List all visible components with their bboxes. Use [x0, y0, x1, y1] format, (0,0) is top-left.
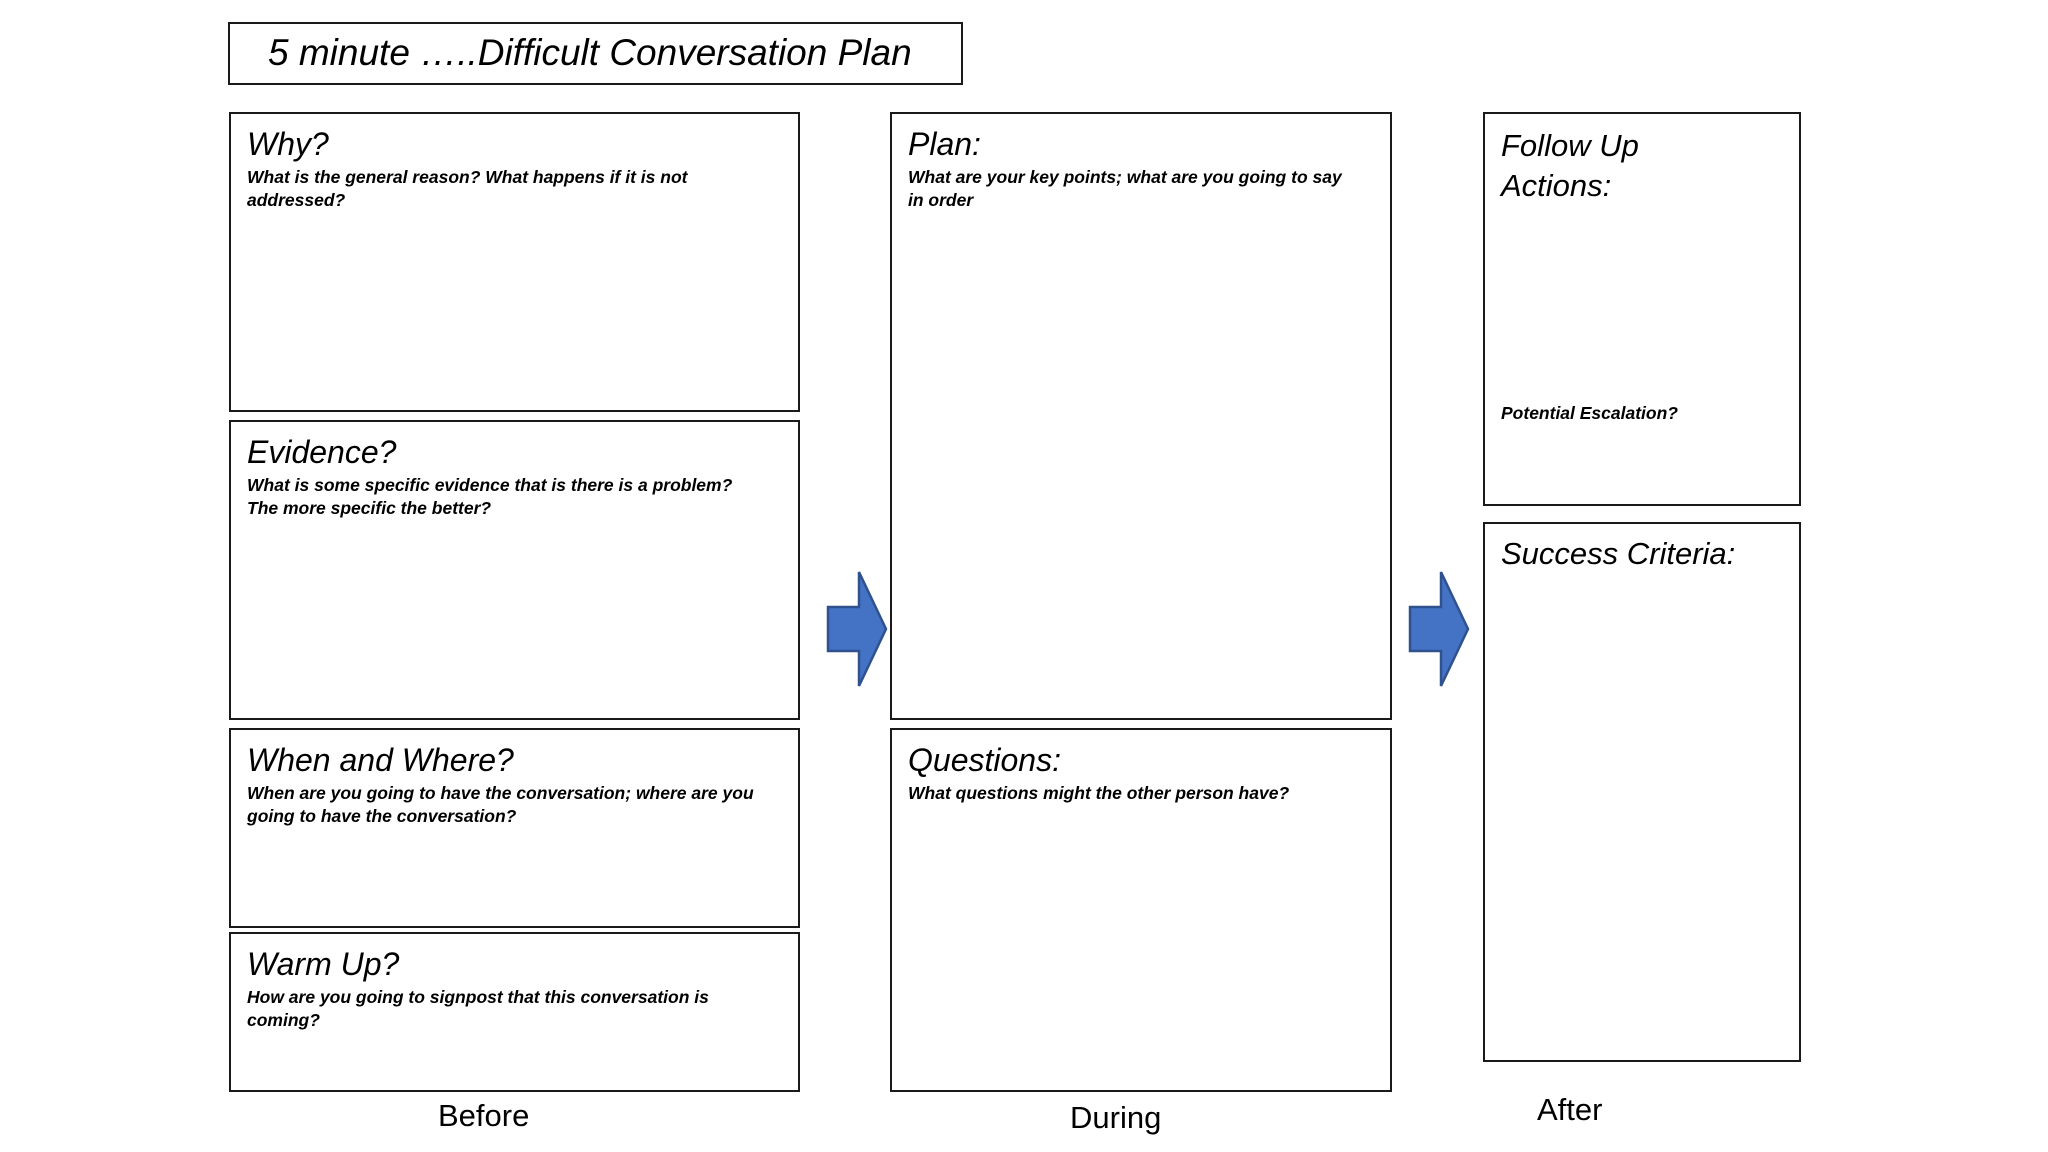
panel-warm-up-heading: Warm Up? — [247, 946, 400, 982]
panel-evidence-heading: Evidence? — [247, 434, 397, 470]
phase-label-after: After — [1537, 1092, 1603, 1127]
panel-plan[interactable]: Plan: What are your key points; what are… — [890, 112, 1392, 720]
panel-questions[interactable]: Questions: What questions might the othe… — [890, 728, 1392, 1092]
panel-evidence-prompt: What is some specific evidence that is t… — [247, 474, 733, 519]
panel-plan-prompt: What are your key points; what are you g… — [908, 166, 1342, 211]
panel-why-heading: Why? — [247, 126, 329, 162]
panel-follow-up-actions-heading: Follow Up Actions: — [1501, 128, 1639, 203]
panel-evidence[interactable]: Evidence? What is some specific evidence… — [229, 420, 800, 720]
panel-why-prompt: What is the general reason? What happens… — [247, 166, 688, 211]
page-title: 5 minute …..Difficult Conversation Plan — [268, 32, 912, 74]
right-arrow-icon — [1408, 571, 1470, 687]
phase-label-during: During — [1070, 1100, 1162, 1135]
panel-why[interactable]: Why? What is the general reason? What ha… — [229, 112, 800, 412]
panel-questions-heading: Questions: — [908, 742, 1061, 778]
phase-label-before: Before — [438, 1098, 530, 1133]
panel-success-criteria[interactable]: Success Criteria: — [1483, 522, 1801, 1062]
panel-warm-up[interactable]: Warm Up? How are you going to signpost t… — [229, 932, 800, 1092]
panel-follow-up-actions-note: Potential Escalation? — [1501, 403, 1678, 423]
panel-plan-heading: Plan: — [908, 126, 981, 162]
panel-when-and-where-prompt: When are you going to have the conversat… — [247, 782, 754, 827]
panel-questions-prompt: What questions might the other person ha… — [908, 782, 1290, 803]
panel-warm-up-prompt: How are you going to signpost that this … — [247, 986, 709, 1031]
panel-follow-up-actions[interactable]: Follow Up Actions: Potential Escalation? — [1483, 112, 1801, 506]
panel-success-criteria-heading: Success Criteria: — [1501, 536, 1736, 571]
plan-title-box: 5 minute …..Difficult Conversation Plan — [228, 22, 963, 85]
right-arrow-icon — [826, 571, 888, 687]
panel-when-and-where-heading: When and Where? — [247, 742, 514, 778]
panel-when-and-where[interactable]: When and Where? When are you going to ha… — [229, 728, 800, 928]
